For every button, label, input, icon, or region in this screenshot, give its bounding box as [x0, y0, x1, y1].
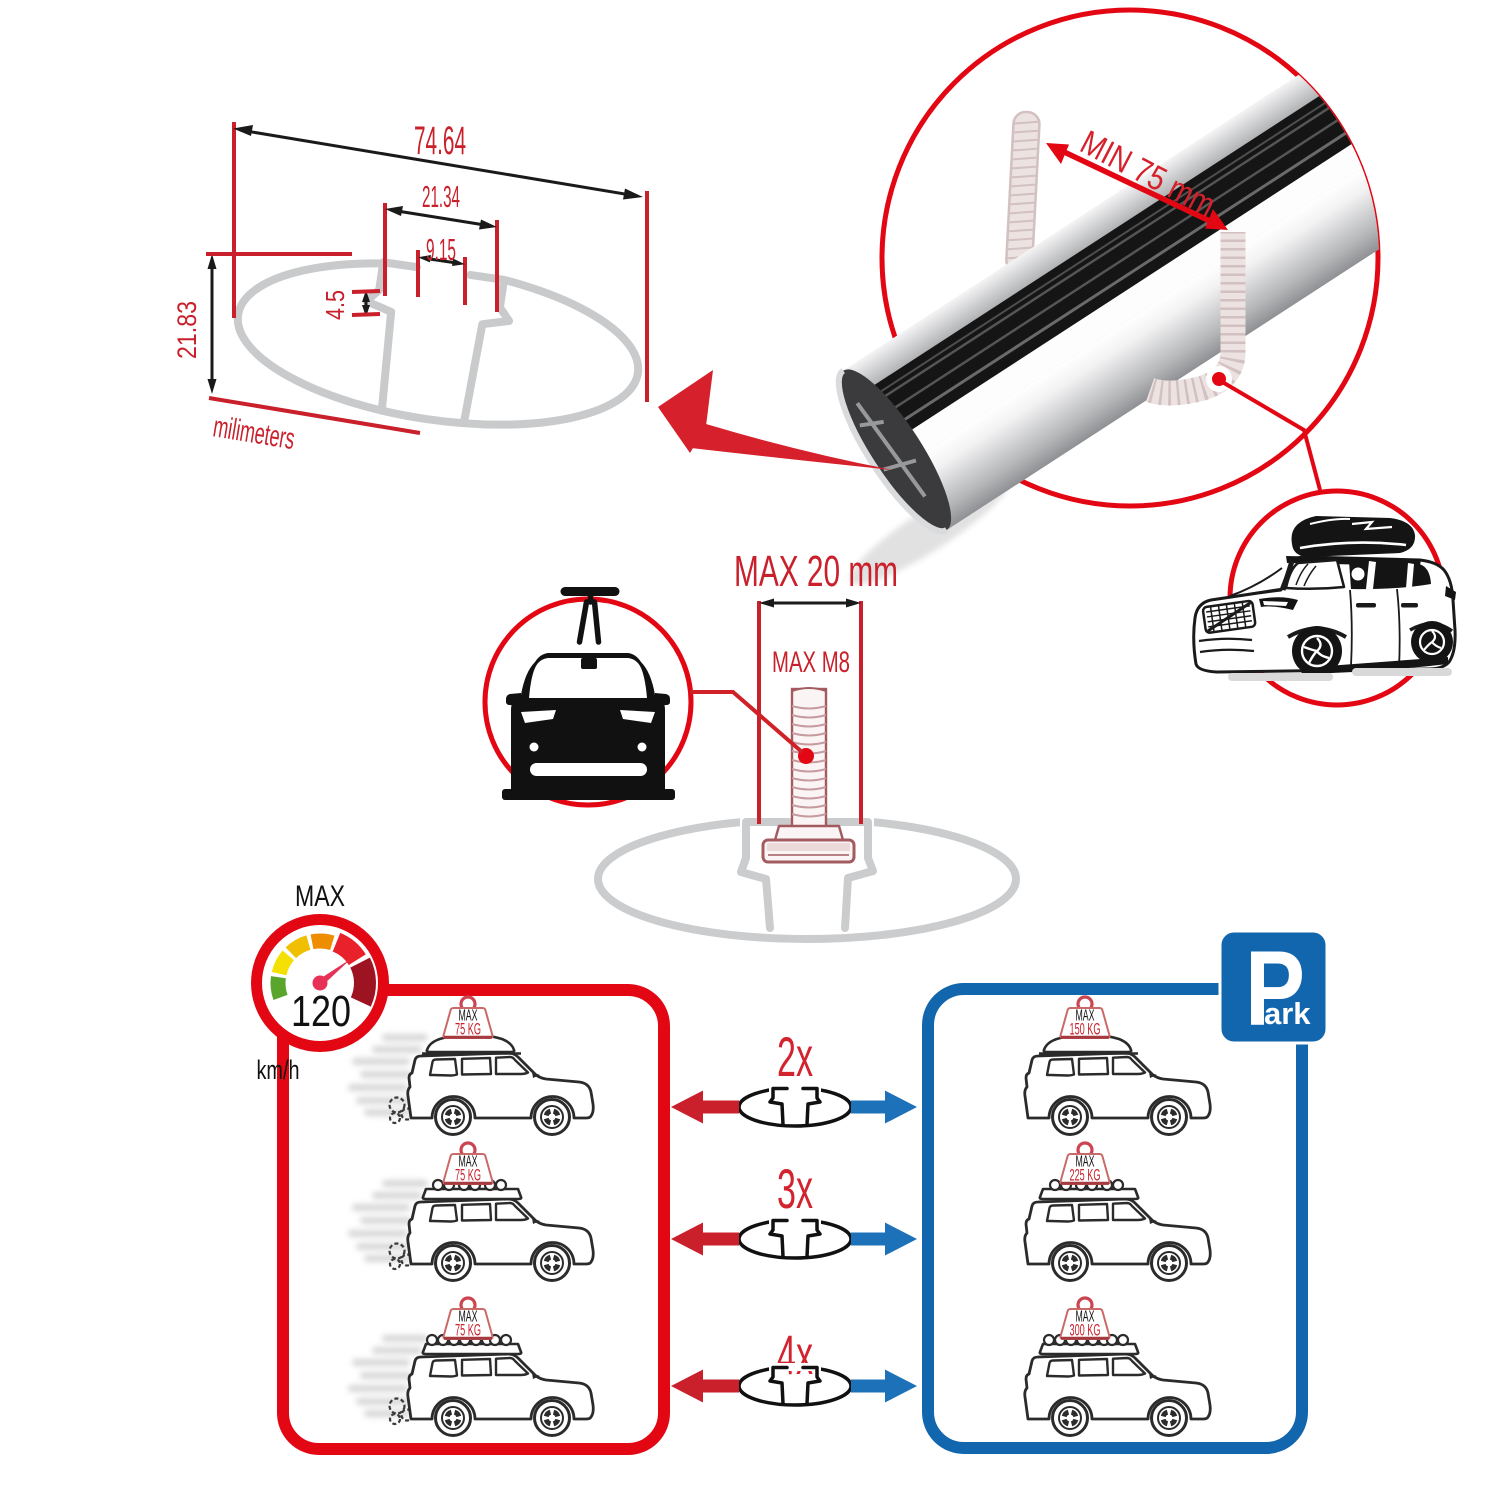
svg-text:MAX: MAX	[295, 880, 345, 913]
svg-text:km/h: km/h	[257, 1055, 300, 1085]
svg-text:MAX: MAX	[459, 1008, 478, 1025]
svg-text:21.83: 21.83	[172, 301, 202, 359]
svg-text:75 KG: 75 KG	[455, 1167, 481, 1185]
svg-text:MAX: MAX	[1076, 1154, 1095, 1171]
svg-text:21.34: 21.34	[422, 179, 460, 214]
svg-text:300 KG: 300 KG	[1070, 1322, 1101, 1340]
svg-text:MAX: MAX	[1076, 1008, 1095, 1025]
svg-text:MAX 20 mm: MAX 20 mm	[734, 547, 898, 596]
svg-text:150 KG: 150 KG	[1070, 1021, 1101, 1039]
svg-text:2x: 2x	[777, 1025, 813, 1088]
svg-text:MAX M8: MAX M8	[772, 646, 850, 679]
svg-text:3x: 3x	[777, 1157, 813, 1220]
svg-text:MAX: MAX	[459, 1309, 478, 1326]
svg-text:milimeters: milimeters	[211, 410, 297, 456]
svg-text:MAX: MAX	[459, 1154, 478, 1171]
svg-text:4x: 4x	[777, 1323, 813, 1386]
svg-text:ark: ark	[1264, 996, 1311, 1031]
svg-text:MAX: MAX	[1076, 1309, 1095, 1326]
svg-text:75 KG: 75 KG	[455, 1021, 481, 1039]
svg-text:120: 120	[291, 987, 351, 1036]
svg-text:4.5: 4.5	[320, 290, 350, 320]
svg-text:225 KG: 225 KG	[1070, 1167, 1101, 1185]
svg-text:9.15: 9.15	[426, 232, 456, 267]
svg-text:75 KG: 75 KG	[455, 1322, 481, 1340]
svg-text:74.64: 74.64	[414, 119, 466, 163]
svg-text:P: P	[1245, 928, 1305, 1048]
